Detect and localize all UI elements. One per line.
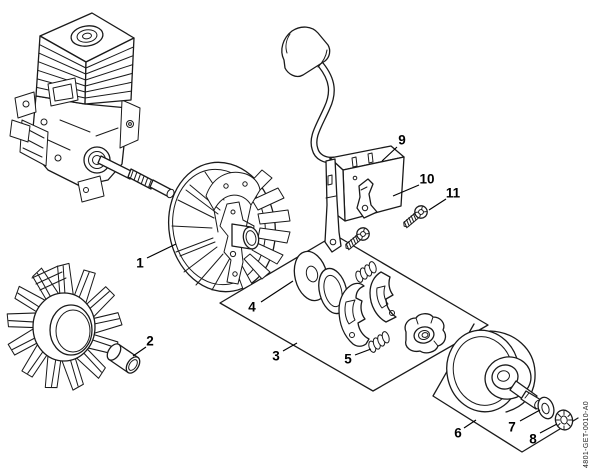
callout-bracket: 10 xyxy=(419,171,435,187)
clutch-shoe-left xyxy=(338,282,370,347)
spark-plug-wire xyxy=(310,61,338,164)
shaft-washer xyxy=(537,396,555,420)
callout-screw: 11 xyxy=(445,185,461,201)
leader-lines xyxy=(132,146,558,434)
callout-clutch-kit: 3 xyxy=(272,348,280,364)
callout-spring: 5 xyxy=(344,351,352,367)
diagram-id: 4801-GET-0010-A0 xyxy=(583,400,590,468)
flywheel-hub xyxy=(231,223,260,250)
crankshaft xyxy=(97,155,175,199)
screw xyxy=(341,224,373,254)
callout-clutch-drum: 6 xyxy=(454,425,462,441)
callout-shaft-washer: 7 xyxy=(508,419,516,435)
callout-flywheel: 1 xyxy=(136,255,144,271)
clutch-spring-bottom xyxy=(364,328,394,356)
flywheel-pole-shoe xyxy=(205,171,261,233)
fan-wheel xyxy=(4,261,123,393)
callout-starlock-washer: 8 xyxy=(529,431,537,447)
clutch-drum xyxy=(446,329,543,413)
spark-plug-boot xyxy=(281,26,331,78)
clutch-kit-outline xyxy=(219,234,489,392)
flywheel xyxy=(167,161,291,293)
callout-washer: 4 xyxy=(248,299,256,315)
module-core-leg xyxy=(324,158,342,253)
callout-ignition-module: 9 xyxy=(398,132,406,148)
spark-plug-seat xyxy=(70,25,104,47)
callout-bushing: 2 xyxy=(146,333,154,349)
crank-bearing xyxy=(83,146,111,174)
mounting-bracket xyxy=(356,178,378,219)
clutch-shoe-right xyxy=(369,271,397,323)
screw xyxy=(399,202,431,232)
starlock-washer xyxy=(554,409,574,431)
engine-cylinder-assembly xyxy=(9,12,175,203)
bushing xyxy=(106,343,141,374)
clutch-spider xyxy=(404,313,447,354)
